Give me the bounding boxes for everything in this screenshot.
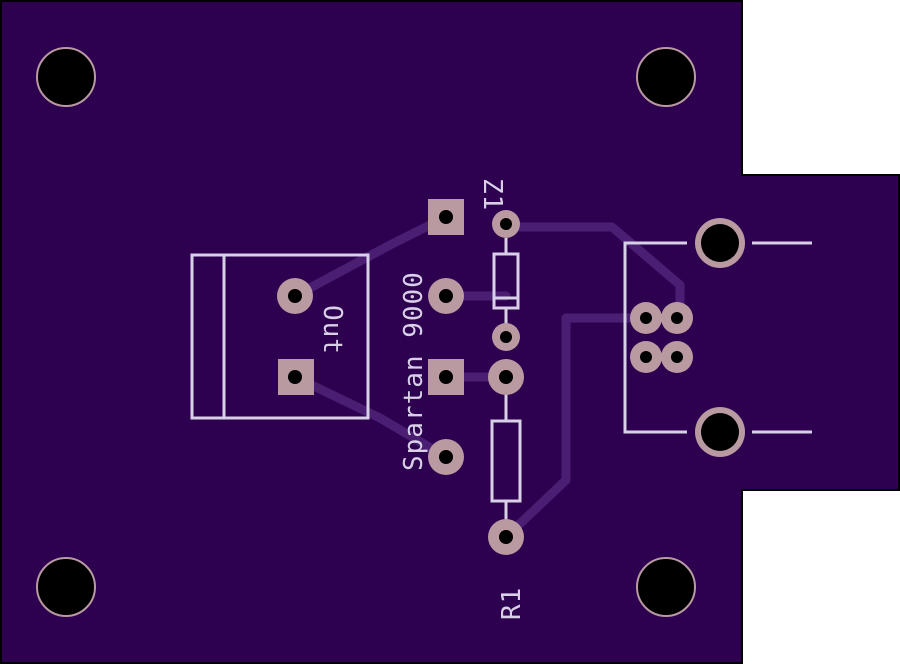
mounting-hole xyxy=(636,47,696,107)
label-r1: R1 xyxy=(497,587,527,620)
drill xyxy=(499,370,513,384)
drill xyxy=(439,450,453,464)
trace xyxy=(290,372,451,462)
drill xyxy=(671,351,683,363)
copper-traces xyxy=(290,212,685,542)
mounting-hole xyxy=(36,47,96,107)
drill xyxy=(439,289,453,303)
silkscreen xyxy=(190,238,812,522)
drill xyxy=(671,312,683,324)
mounting-holes xyxy=(36,47,696,617)
mounting-hole xyxy=(36,557,96,617)
drill xyxy=(439,370,453,384)
label-brand: Spartan 9000 xyxy=(399,271,429,471)
mounting-hole xyxy=(636,557,696,617)
trace xyxy=(290,212,451,301)
drill xyxy=(288,370,302,384)
regulator-outline xyxy=(190,253,370,420)
drill xyxy=(640,312,652,324)
drill xyxy=(701,413,739,451)
drill xyxy=(499,530,513,544)
drill xyxy=(439,210,453,224)
drill xyxy=(500,331,512,343)
board-edge-notch-bottom xyxy=(744,491,900,664)
label-out: Out xyxy=(317,305,347,355)
drill xyxy=(288,289,302,303)
drill-holes xyxy=(288,210,739,544)
trace xyxy=(501,313,651,542)
drill xyxy=(640,351,652,363)
drill xyxy=(500,218,512,230)
label-z1: Z1 xyxy=(477,178,507,211)
connector-outline xyxy=(623,241,687,434)
board-edge-notch-top xyxy=(744,0,900,174)
drill xyxy=(701,224,739,262)
